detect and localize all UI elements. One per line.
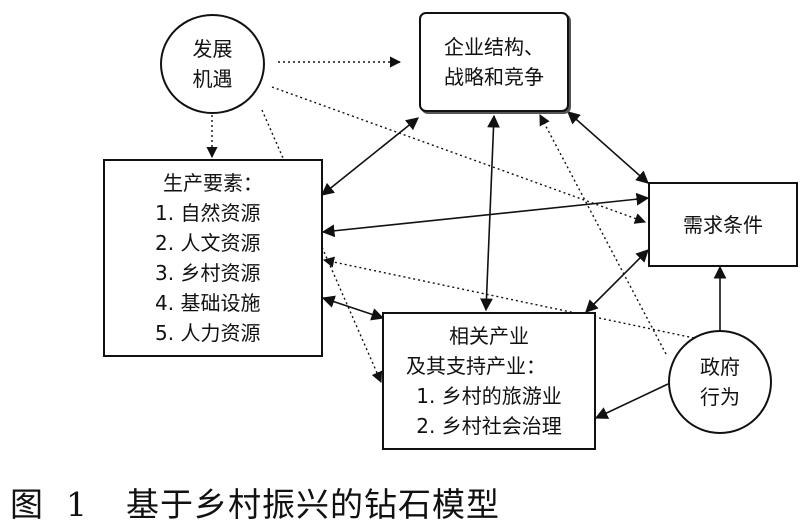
government-behavior-node: 政府 行为: [668, 330, 772, 434]
opportunity-line2: 机遇: [192, 67, 233, 91]
factors-demand-arrow: [321, 192, 650, 238]
strategy-line1: 企业结构、: [444, 35, 544, 59]
government-line1: 政府: [700, 355, 740, 379]
government-related-arrow: [594, 383, 669, 419]
opportunity-demand-arrow: [271, 86, 647, 224]
factor-item: 3. 乡村资源: [155, 261, 261, 285]
development-opportunity-node: 发展 机遇: [160, 14, 265, 114]
caption-number: 1: [66, 485, 88, 524]
factor-item: 1. 自然资源: [155, 201, 261, 225]
related-industries-node: 相关产业 及其支持产业： 1. 乡村的旅游业 2. 乡村社会治理: [382, 312, 596, 450]
government-strategy-arrow: [539, 114, 667, 355]
factor-item: 2. 人文资源: [155, 231, 261, 255]
demand-related-arrow: [585, 249, 649, 313]
strategy-related-arrow: [480, 114, 500, 312]
strategy-factors-arrow: [321, 117, 419, 196]
government-line2: 行为: [700, 385, 740, 409]
demand-conditions-node: 需求条件: [648, 182, 798, 267]
factor-item: 5. 人力资源: [155, 321, 261, 345]
strategy-demand-arrow: [567, 111, 649, 184]
factors-related-arrow: [321, 295, 385, 321]
strategy-line2: 战略和竞争: [444, 65, 544, 89]
related-line1: 相关产业: [449, 324, 529, 348]
demand-label: 需求条件: [683, 212, 763, 237]
factor-item: 4. 基础设施: [155, 291, 261, 315]
enterprise-strategy-node: 企业结构、 战略和竞争: [419, 12, 569, 112]
caption-figure-label: 图: [10, 485, 44, 524]
factors-title: 生产要素：: [163, 171, 263, 195]
government-factors-arrow: [322, 256, 695, 339]
related-item: 1. 乡村的旅游业: [416, 384, 562, 408]
production-factors-node: 生产要素： 1. 自然资源 2. 人文资源 3. 乡村资源 4. 基础设施 5.…: [103, 159, 323, 357]
opportunity-line1: 发展: [192, 37, 233, 61]
related-line2: 及其支持产业：: [406, 354, 546, 378]
related-item: 2. 乡村社会治理: [416, 414, 562, 438]
caption-title: 基于乡村振兴的钻石模型: [126, 485, 500, 524]
